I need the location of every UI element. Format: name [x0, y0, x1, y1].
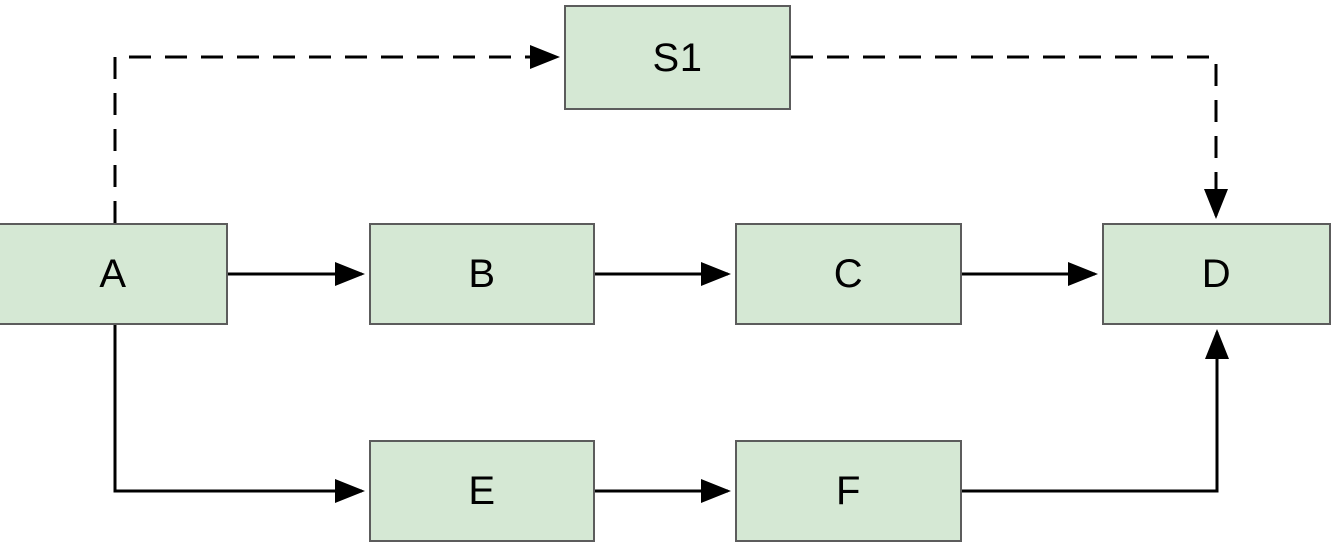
edge-a-to-e	[113, 325, 365, 503]
node-f-label: F	[836, 469, 861, 513]
node-s1-label: S1	[652, 35, 703, 80]
node-a-label: A	[99, 252, 127, 296]
node-s1[interactable]: S1	[564, 5, 791, 110]
edge-f-to-d	[962, 329, 1229, 493]
node-c[interactable]: C	[735, 223, 962, 325]
node-f[interactable]: F	[735, 440, 962, 542]
edge-s1-to-d	[791, 55, 1228, 219]
node-b-label: B	[468, 252, 496, 296]
node-e[interactable]: E	[369, 440, 595, 542]
node-c-label: C	[833, 252, 864, 296]
node-d-label: D	[1201, 252, 1232, 296]
edge-a-to-s1	[113, 45, 560, 223]
node-b[interactable]: B	[369, 223, 595, 325]
node-a[interactable]: A	[0, 223, 228, 325]
node-e-label: E	[468, 469, 496, 513]
node-d[interactable]: D	[1102, 223, 1331, 325]
